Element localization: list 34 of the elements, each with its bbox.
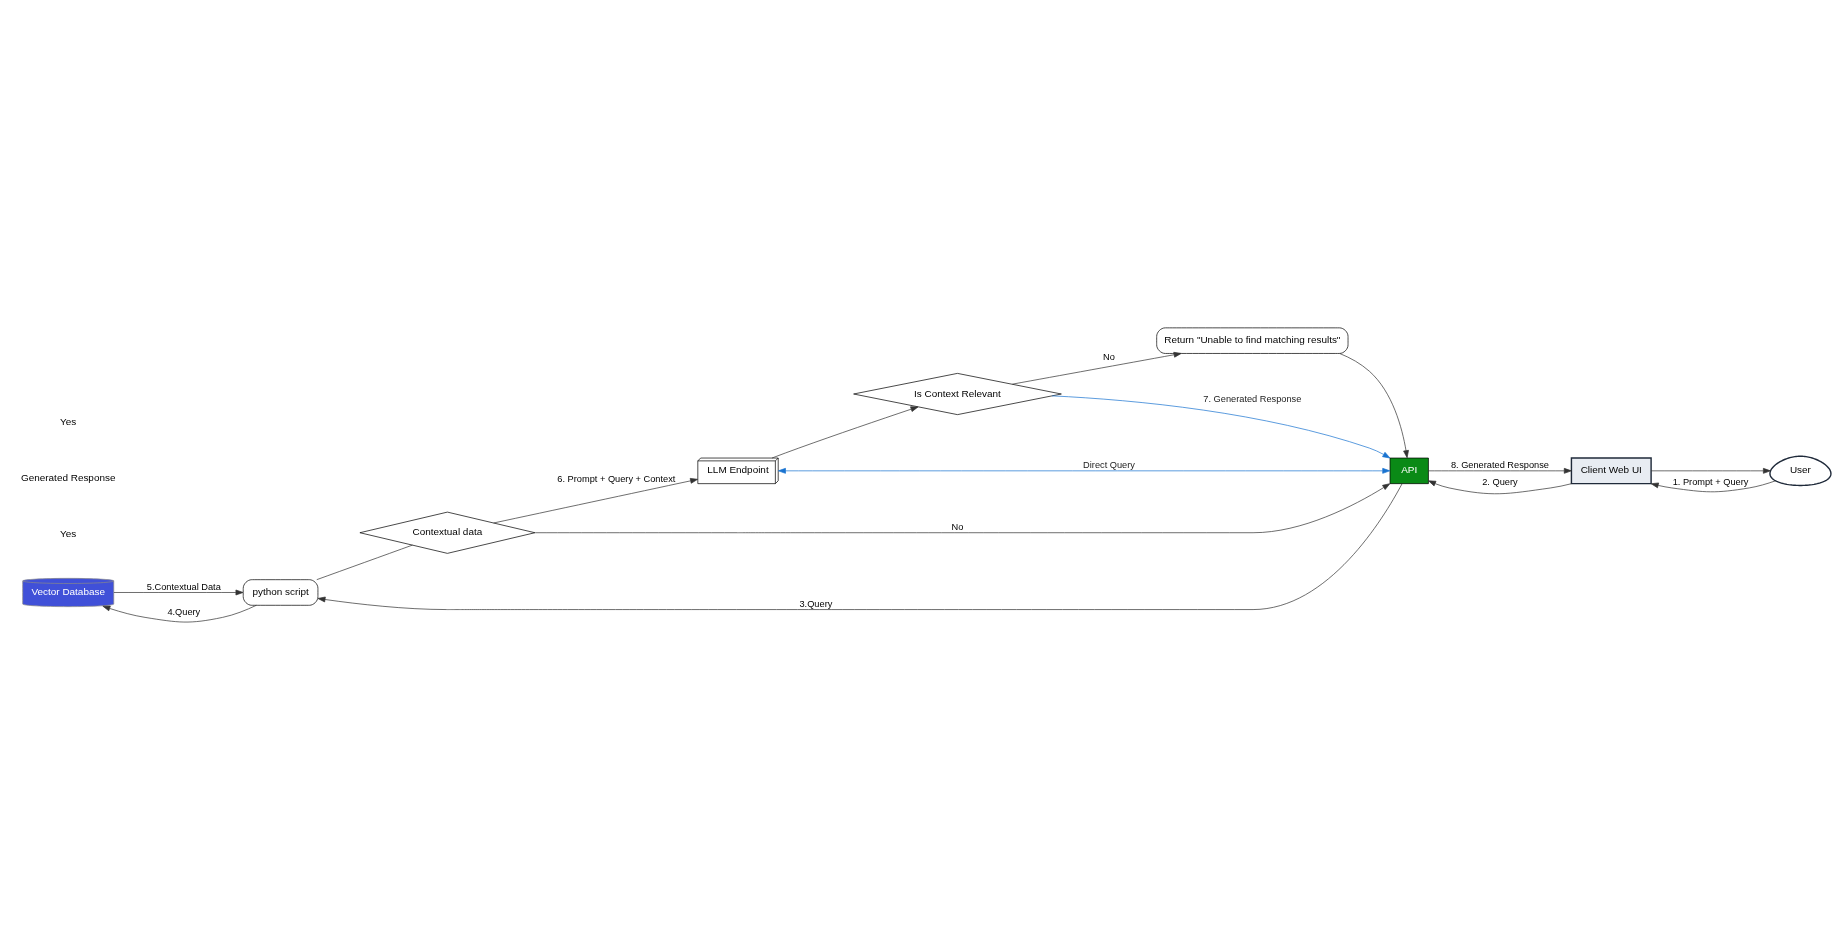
label: Yes (60, 415, 77, 427)
node-box: python script (242, 578, 319, 606)
node-diamond: Contextual data (359, 511, 536, 554)
arrow (493, 477, 698, 523)
node-box: Return "Unable to find matching results" (1156, 327, 1349, 354)
arrow (113, 589, 244, 595)
edge-label: 8. Generated Response (1450, 459, 1549, 470)
edge-label: 7. Generated Response (1203, 393, 1302, 404)
arrow (771, 405, 919, 458)
arrow (778, 467, 1391, 474)
node-box: Client Web UI (1570, 456, 1652, 484)
arrow (1428, 467, 1572, 474)
edge-label: No (1103, 351, 1115, 362)
arrow (534, 482, 1391, 533)
arrow (1339, 352, 1409, 458)
edge-label: 5.Contextual Data (146, 581, 221, 592)
edge-label: 6. Prompt + Query + Context (557, 473, 676, 484)
edge-label: 2. Query (1482, 476, 1518, 487)
edge-label: 1. Prompt + Query (1672, 476, 1749, 487)
arrow (1012, 351, 1182, 384)
edge-label: 3.Query (799, 598, 833, 609)
arrow (1428, 479, 1572, 494)
label: Yes (60, 528, 77, 539)
arrow (317, 483, 1403, 610)
node-box: API (1389, 457, 1429, 484)
arrow (102, 604, 257, 622)
connector (316, 544, 413, 580)
edge-label: Direct Query (1083, 459, 1135, 470)
arrow (1650, 467, 1771, 474)
arrow (1650, 479, 1776, 492)
arrow (1051, 395, 1391, 458)
edge-label: No (951, 521, 964, 532)
edge-label: 4.Query (167, 606, 201, 617)
label: Generated Response (20, 471, 116, 483)
